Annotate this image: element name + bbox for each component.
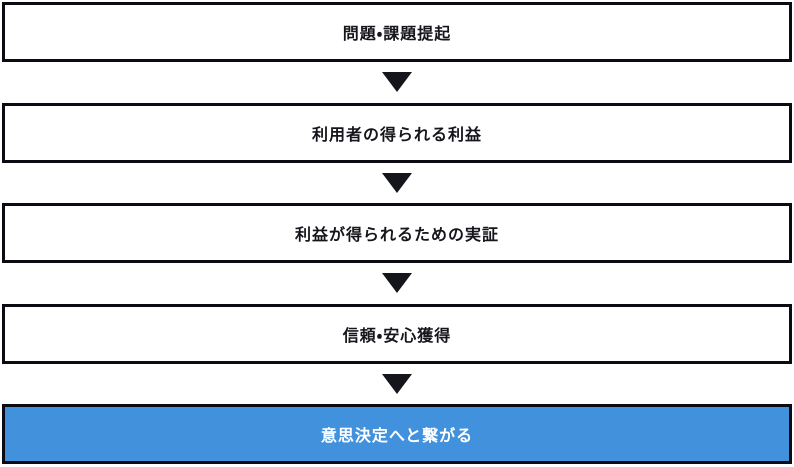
- flow-step-decision: 意思決定へと繋がる: [2, 404, 792, 464]
- arrow-gap: [2, 62, 792, 103]
- flow-step-label: 信頼・安心獲得: [342, 327, 452, 345]
- flow-step-label: 問題・課題提起: [342, 26, 452, 43]
- arrow-down-icon: [382, 273, 412, 294]
- arrow-gap: [2, 163, 792, 204]
- flow-step-proof: 利益が得られるための実証: [2, 203, 792, 263]
- flow-step-label: 利益が得られるための実証: [294, 227, 499, 244]
- flow-step-problem: 問題・課題提起: [2, 2, 792, 62]
- arrow-down-icon: [382, 72, 412, 93]
- flow-step-label: 利用者の得られる利益: [311, 126, 482, 144]
- arrow-gap: [2, 263, 792, 304]
- flow-step-label: 意思決定へと繋がる: [320, 428, 474, 445]
- flow-step-user-benefit: 利用者の得られる利益: [2, 102, 792, 163]
- arrow-down-icon: [382, 373, 412, 394]
- arrow-gap: [2, 364, 792, 405]
- arrow-down-icon: [382, 172, 412, 193]
- flow-step-trust: 信頼・安心獲得: [2, 303, 792, 364]
